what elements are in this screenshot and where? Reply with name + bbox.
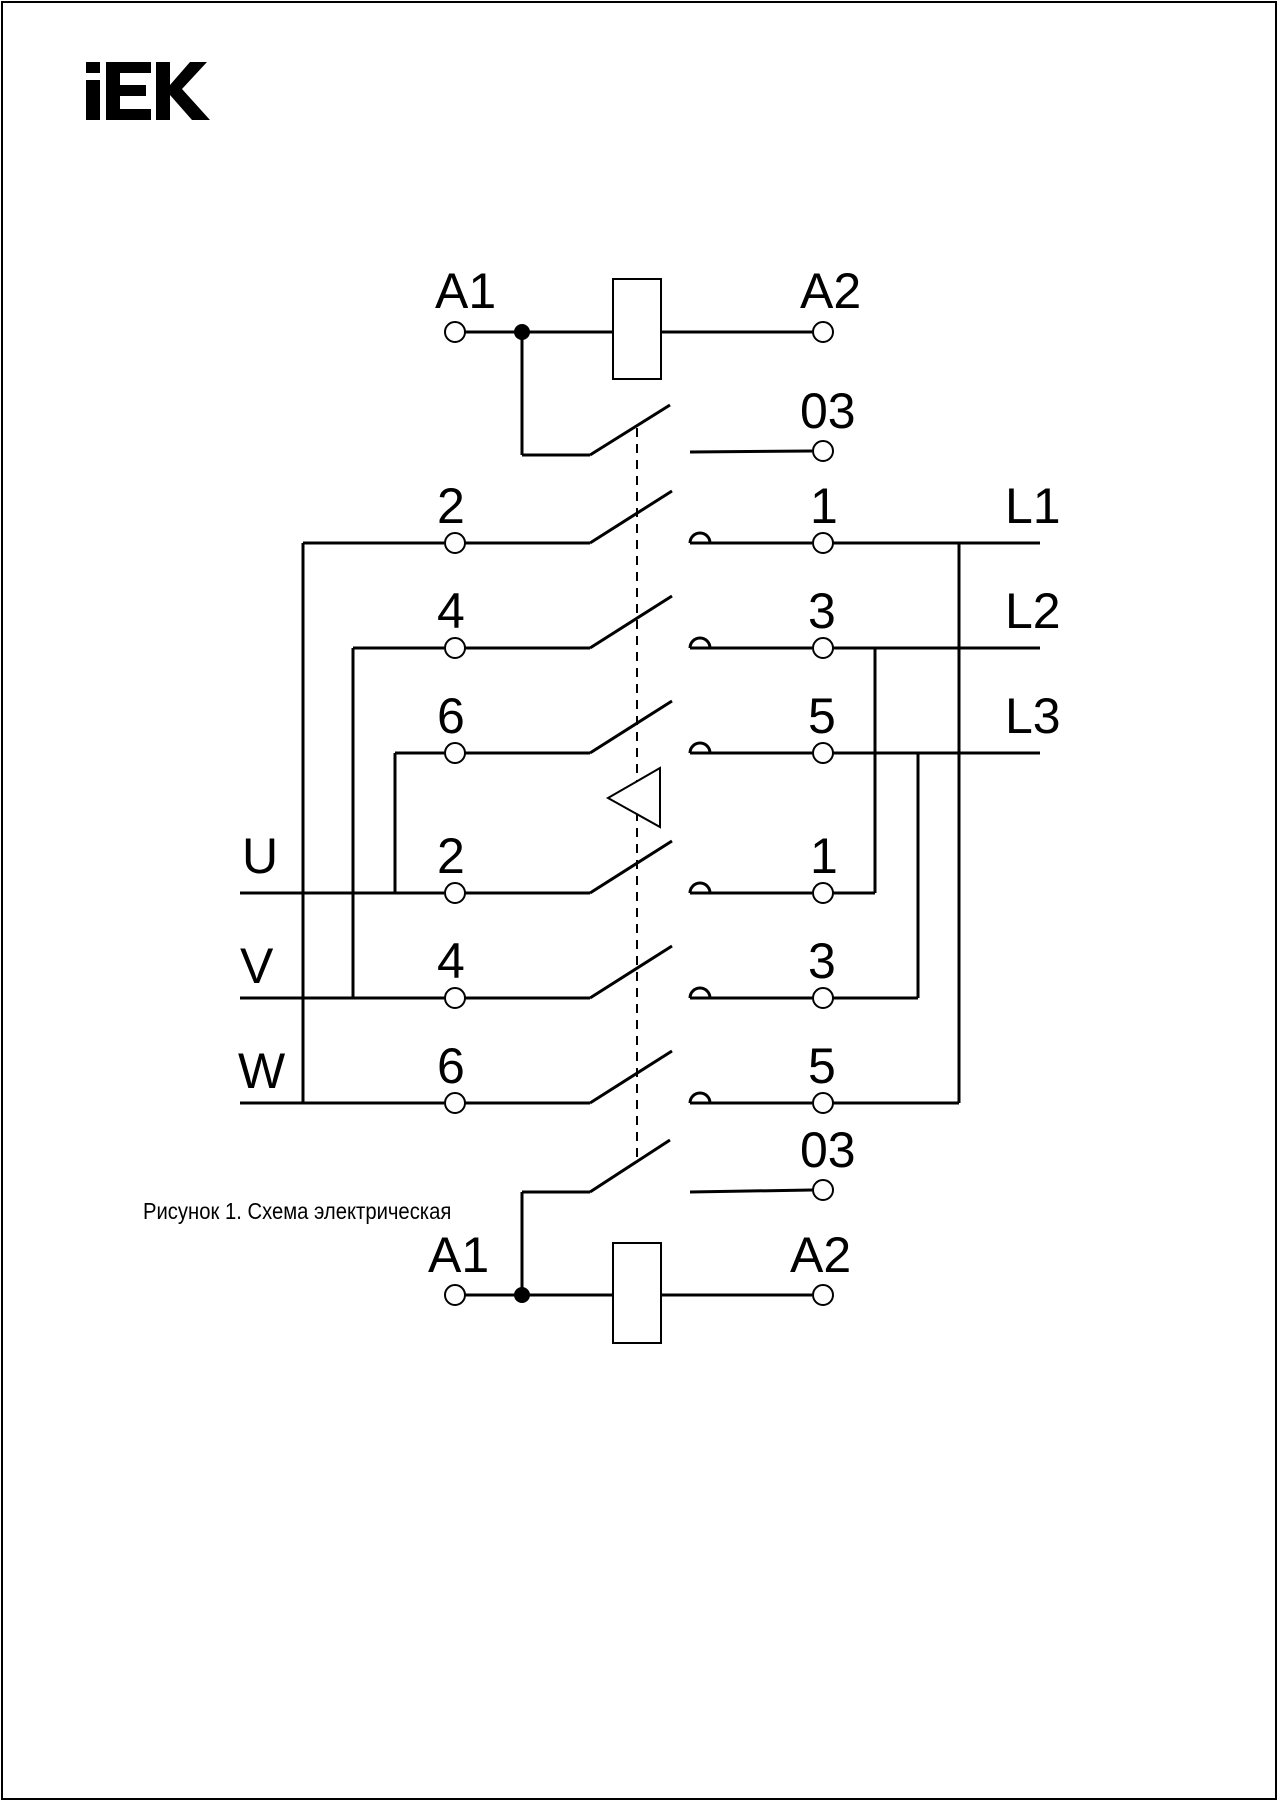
contact-arc	[688, 986, 712, 999]
terminal-left	[444, 882, 466, 904]
terminal-left	[444, 637, 466, 659]
contact-arc	[688, 531, 712, 544]
label-right-1: 1	[810, 478, 838, 534]
terminal-a1-bottom	[444, 1284, 466, 1306]
terminal-right	[812, 987, 834, 1009]
label-left-6b: 6	[437, 1038, 465, 1094]
contact-arc	[688, 1091, 712, 1104]
terminal-left	[444, 1092, 466, 1114]
label-a1-top: A1	[435, 263, 496, 319]
junction-dot-top	[514, 324, 530, 340]
figure-caption: Рисунок 1. Схема электрическая	[143, 1198, 452, 1224]
terminal-left	[444, 987, 466, 1009]
label-a1-bottom: A1	[428, 1227, 489, 1283]
label-right-5: 5	[808, 688, 836, 744]
terminal-right	[812, 532, 834, 554]
terminal-right	[812, 637, 834, 659]
contact-blade	[589, 1049, 673, 1105]
label-right-3b: 3	[808, 933, 836, 989]
label-a2-top: A2	[800, 263, 861, 319]
terminal-right	[812, 882, 834, 904]
contact-blade	[589, 944, 673, 1000]
terminal-right	[812, 1092, 834, 1114]
label-l1: L1	[1005, 478, 1061, 534]
label-u: U	[242, 828, 278, 884]
label-left-4: 4	[437, 583, 465, 639]
label-left-4b: 4	[437, 933, 465, 989]
label-03-bottom: 03	[800, 1122, 856, 1178]
iek-logo	[86, 62, 210, 120]
contact-arc	[688, 881, 712, 894]
contact-arc	[688, 741, 712, 754]
label-left-6: 6	[437, 688, 465, 744]
terminal-left	[444, 532, 466, 554]
label-l3: L3	[1005, 688, 1061, 744]
label-l2: L2	[1005, 583, 1061, 639]
label-w: W	[238, 1043, 286, 1099]
label-right-3: 3	[808, 583, 836, 639]
contact-blade	[589, 489, 673, 545]
terminal-a2-bottom	[812, 1284, 834, 1306]
label-a2-bottom: A2	[790, 1227, 851, 1283]
label-left-2b: 2	[437, 828, 465, 884]
contact-blade	[589, 699, 673, 755]
terminal-a2-top	[812, 321, 834, 343]
terminal-03-bottom	[812, 1179, 834, 1201]
terminal-03-top	[812, 440, 834, 462]
bottom-coil	[612, 1242, 662, 1344]
terminal-a1-top	[444, 321, 466, 343]
junction-dot-bottom	[514, 1287, 530, 1303]
wiring	[240, 278, 1040, 1344]
label-left-2: 2	[437, 478, 465, 534]
label-right-5b: 5	[808, 1038, 836, 1094]
terminal-right	[812, 742, 834, 764]
top-coil	[612, 278, 662, 380]
label-03-top: 03	[800, 383, 856, 439]
delay-triangle-icon	[605, 766, 661, 829]
contact-arc	[688, 636, 712, 649]
label-v: V	[240, 938, 274, 994]
contact-blade	[589, 839, 673, 895]
contact-blade	[589, 594, 673, 650]
terminal-left	[444, 742, 466, 764]
label-right-1b: 1	[810, 828, 838, 884]
